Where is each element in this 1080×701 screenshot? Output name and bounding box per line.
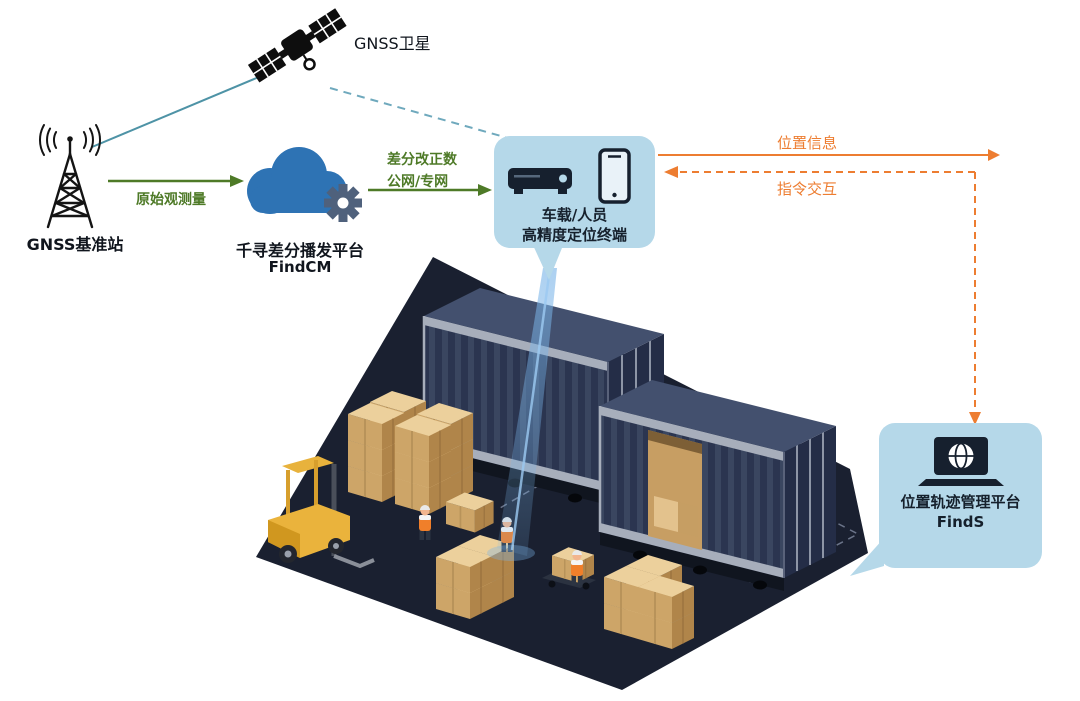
management-label-product: FindS	[936, 512, 985, 531]
laptop-icon	[917, 437, 1004, 486]
position-info-label: 位置信息	[776, 134, 837, 152]
satellite-label: GNSS卫星	[354, 34, 431, 53]
flow-position-info-arrow	[658, 149, 1000, 161]
satellite-icon	[247, 8, 347, 83]
receiver-box-icon	[507, 168, 572, 194]
management-platform-node: 位置轨迹管理平台 FindS	[879, 423, 1042, 568]
terminal-node: 车载/人员 高精度定位终端	[494, 136, 655, 248]
flow-command-arrow	[664, 166, 981, 425]
management-label-name: 位置轨迹管理平台	[900, 493, 1021, 511]
cloud-platform-product: FindCM	[268, 258, 332, 276]
correction-label-line2: 公网/专网	[387, 174, 449, 190]
gear-icon	[324, 184, 362, 222]
terminal-label-line2: 高精度定位终端	[521, 225, 627, 244]
cloud-icon	[247, 147, 347, 214]
cloud-platform-name: 千寻差分播发平台	[235, 241, 364, 260]
container-b	[598, 380, 836, 591]
sat-to-base-link	[91, 73, 267, 148]
command-interaction-label: 指令交互	[776, 180, 837, 198]
crate-stack-left	[347, 390, 474, 515]
radio-tower-icon	[39, 124, 101, 229]
forklift-illustration	[268, 456, 375, 569]
terminal-label-line1: 车载/人员	[541, 206, 608, 224]
signal-waves-icon	[39, 124, 101, 156]
warehouse-illustration	[256, 257, 868, 690]
flow-raw-observation-arrow	[108, 175, 244, 187]
raw-observation-label: 原始观测量	[136, 192, 206, 208]
positioning-beam	[487, 267, 557, 561]
terminal-icons	[507, 148, 631, 204]
container-b-open-door	[648, 430, 702, 550]
correction-label-line1: 差分改正数	[387, 152, 457, 168]
flow-correction-arrow	[368, 184, 492, 196]
management-bubble-tail	[850, 538, 884, 576]
sat-to-terminal-link	[329, 87, 509, 139]
smartphone-icon	[597, 148, 631, 204]
globe-icon	[948, 442, 973, 470]
terminal-bubble-tail	[532, 243, 564, 280]
base-station-label: GNSS基准站	[26, 235, 124, 254]
